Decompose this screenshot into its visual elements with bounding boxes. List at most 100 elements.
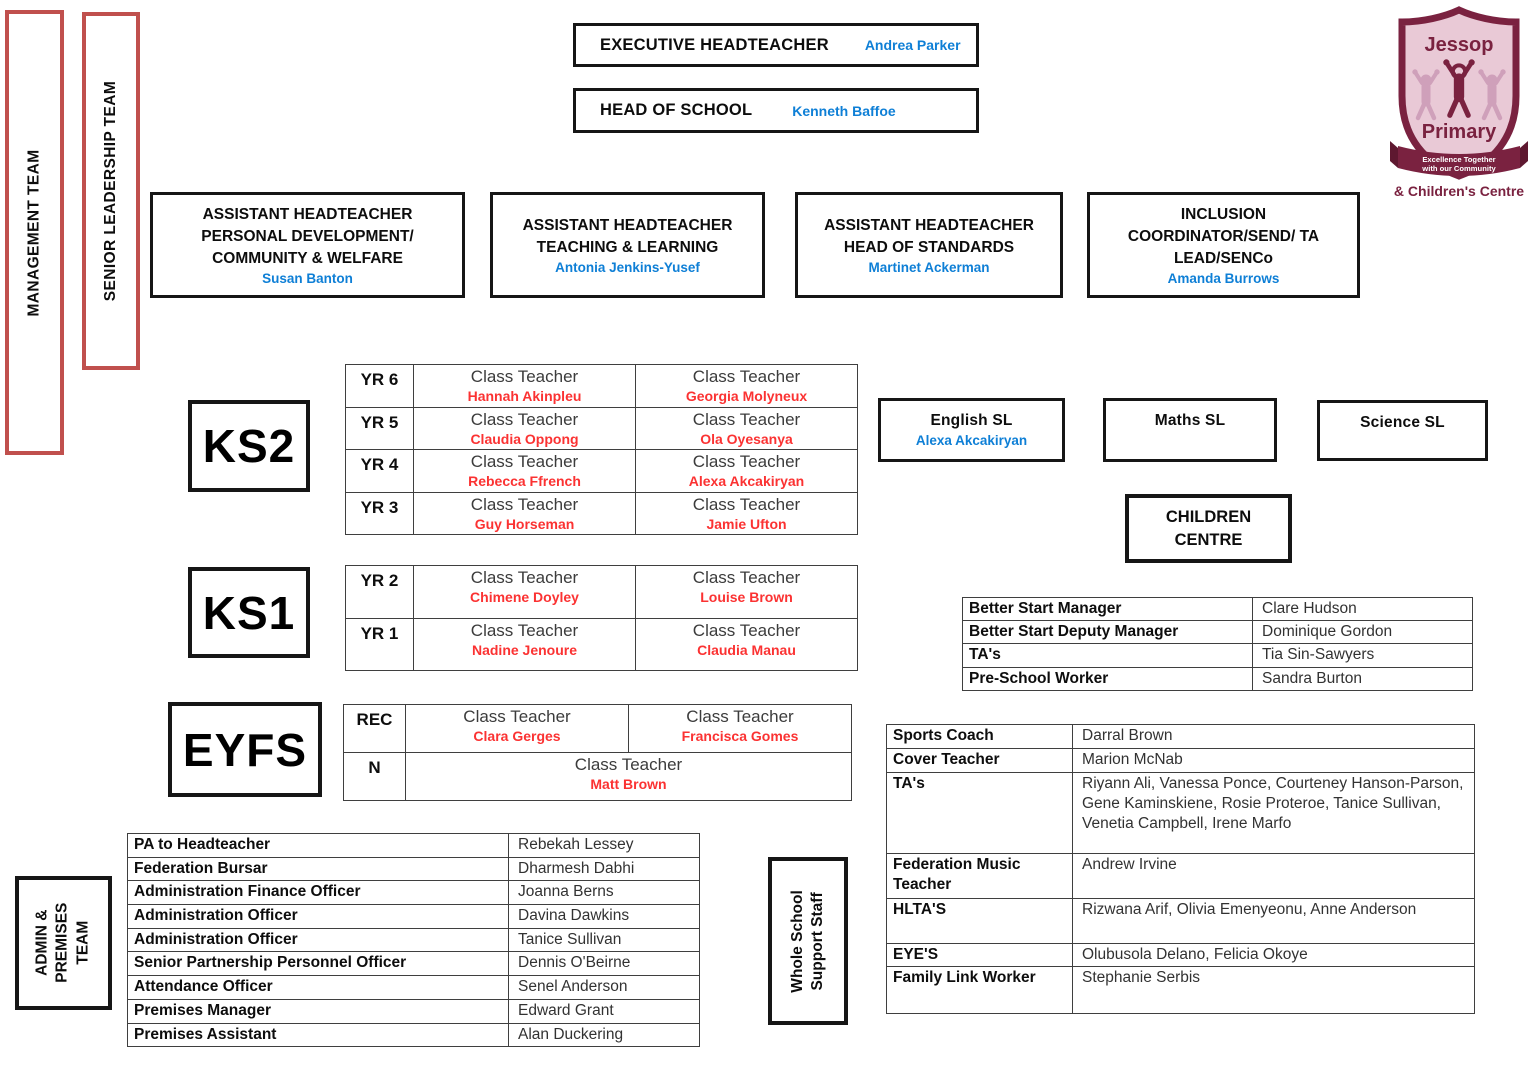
staff-role: Better Start Manager — [962, 596, 1253, 622]
staff-role: Administration Officer — [127, 904, 509, 929]
staff-role: PA to Headteacher — [127, 833, 509, 858]
aht-personal-development-box: ASSISTANT HEADTEACHER PERSONAL DEVELOPME… — [150, 192, 465, 298]
aht-teaching-learning-box: ASSISTANT HEADTEACHER TEACHING & LEARNIN… — [490, 192, 765, 298]
staff-name: Rebekah Lessey — [508, 833, 700, 858]
aht-name: Amanda Burrows — [1167, 271, 1280, 286]
english-sl-name: Alexa Akcakiryan — [915, 433, 1028, 448]
staff-role: TA's — [962, 643, 1253, 668]
staff-role: Pre-School Worker — [962, 666, 1253, 691]
teacher-role: Class Teacher — [692, 452, 801, 471]
staff-name: Rizwana Arif, Olivia Emenyeonu, Anne And… — [1072, 898, 1475, 944]
teacher-name: Claudia Manau — [697, 641, 796, 658]
teacher-role: Class Teacher — [470, 494, 579, 514]
head-of-school-title: HEAD OF SCHOOL — [600, 101, 753, 119]
staff-name: Davina Dawkins — [508, 904, 700, 929]
executive-headteacher-box: EXECUTIVE HEADTEACHER Andrea Parker — [573, 23, 979, 67]
staff-role: Senior Partnership Personnel Officer — [127, 951, 509, 977]
teacher-name: Matt Brown — [590, 776, 667, 792]
staff-role: Premises Assistant — [127, 1022, 509, 1048]
teacher-role: Class Teacher — [692, 494, 801, 514]
teacher-name: Jamie Ufton — [706, 515, 787, 532]
logo-banner-line1: Excellence Together — [1422, 155, 1495, 164]
aht-name: Martinet Ackerman — [868, 260, 990, 275]
aht-title-line: COORDINATOR/SEND/ TA — [1127, 228, 1320, 245]
teacher-name: Hannah Akinpleu — [467, 388, 582, 404]
staff-role: Federation Bursar — [127, 856, 509, 882]
eyfs-label-box: EYFS — [168, 702, 322, 797]
management-team-band: MANAGEMENT TEAM — [5, 10, 64, 455]
admin-label-line: TEAM — [74, 921, 92, 965]
staff-name: Dominique Gordon — [1252, 620, 1473, 645]
staff-name: Alan Duckering — [508, 1022, 700, 1048]
teacher-name: Ola Oyesanya — [700, 430, 793, 447]
teacher-role: Class Teacher — [686, 707, 794, 726]
staff-role: Attendance Officer — [127, 975, 509, 1000]
teacher-name: Georgia Molyneux — [685, 388, 808, 404]
wss-label-line: Whole School — [788, 889, 806, 993]
staff-name: Tanice Sullivan — [508, 927, 700, 953]
staff-role: TA's — [886, 772, 1073, 854]
teacher-name: Guy Horseman — [474, 515, 575, 532]
teacher-name: Alexa Akcakiryan — [688, 473, 805, 489]
staff-name: Marion McNab — [1072, 748, 1475, 773]
aht-title-line: INCLUSION — [1180, 206, 1267, 223]
banner-ribbon-icon — [1520, 141, 1528, 168]
head-of-school-box: HEAD OF SCHOOL Kenneth Baffoe — [573, 88, 979, 133]
children-centre-box: CHILDREN CENTRE — [1125, 494, 1292, 563]
teacher-name: Claudia Oppong — [470, 430, 579, 447]
staff-name: Olubusola Delano, Felicia Okoye — [1072, 943, 1475, 967]
teacher-name: Chimene Doyley — [470, 589, 579, 605]
figures-icon — [1412, 59, 1506, 121]
aht-title-line: COMMUNITY & WELFARE — [212, 250, 403, 267]
year-label: YR 3 — [345, 491, 414, 535]
staff-role: Administration Finance Officer — [127, 880, 509, 906]
year-label: REC — [343, 704, 406, 753]
teacher-role: Class Teacher — [692, 568, 801, 587]
staff-role: Premises Manager — [127, 998, 509, 1024]
school-crest-icon: Jessop — [1390, 6, 1528, 199]
maths-sl-title: Maths SL — [1154, 412, 1226, 429]
teacher-role: Class Teacher — [470, 620, 579, 640]
staff-role: Cover Teacher — [886, 748, 1073, 773]
staff-role: Federation Music Teacher — [886, 853, 1073, 899]
staff-name: Riyann Ali, Vanessa Ponce, Courteney Han… — [1072, 772, 1475, 854]
year-label: YR 6 — [345, 364, 414, 408]
teacher-name: Louise Brown — [700, 589, 793, 605]
teacher-role: Class Teacher — [470, 367, 579, 386]
year-label: N — [343, 752, 406, 801]
senior-leadership-band: SENIOR LEADERSHIP TEAM — [82, 12, 140, 370]
teacher-role: Class Teacher — [470, 568, 579, 587]
admin-premises-team-label: ADMIN & PREMISES TEAM — [33, 903, 94, 983]
staff-name: Darral Brown — [1072, 724, 1475, 749]
eyfs-label: EYFS — [182, 723, 308, 776]
teacher-role: Class Teacher — [692, 409, 801, 429]
admin-label-line: ADMIN & — [33, 909, 51, 977]
aht-title-line: TEACHING & LEARNING — [536, 239, 719, 256]
teacher-role: Class Teacher — [692, 620, 801, 640]
aht-title-line: PERSONAL DEVELOPMENT/ — [201, 228, 414, 245]
aht-title-line: ASSISTANT HEADTEACHER — [202, 206, 413, 223]
year-label: YR 2 — [345, 565, 414, 619]
staff-name: Andrew Irvine — [1072, 853, 1475, 899]
logo-caption: & Children's Centre — [1394, 183, 1524, 199]
staff-role: Better Start Deputy Manager — [962, 620, 1253, 645]
ks2-label: KS2 — [202, 420, 296, 472]
teacher-role: Class Teacher — [574, 755, 683, 774]
